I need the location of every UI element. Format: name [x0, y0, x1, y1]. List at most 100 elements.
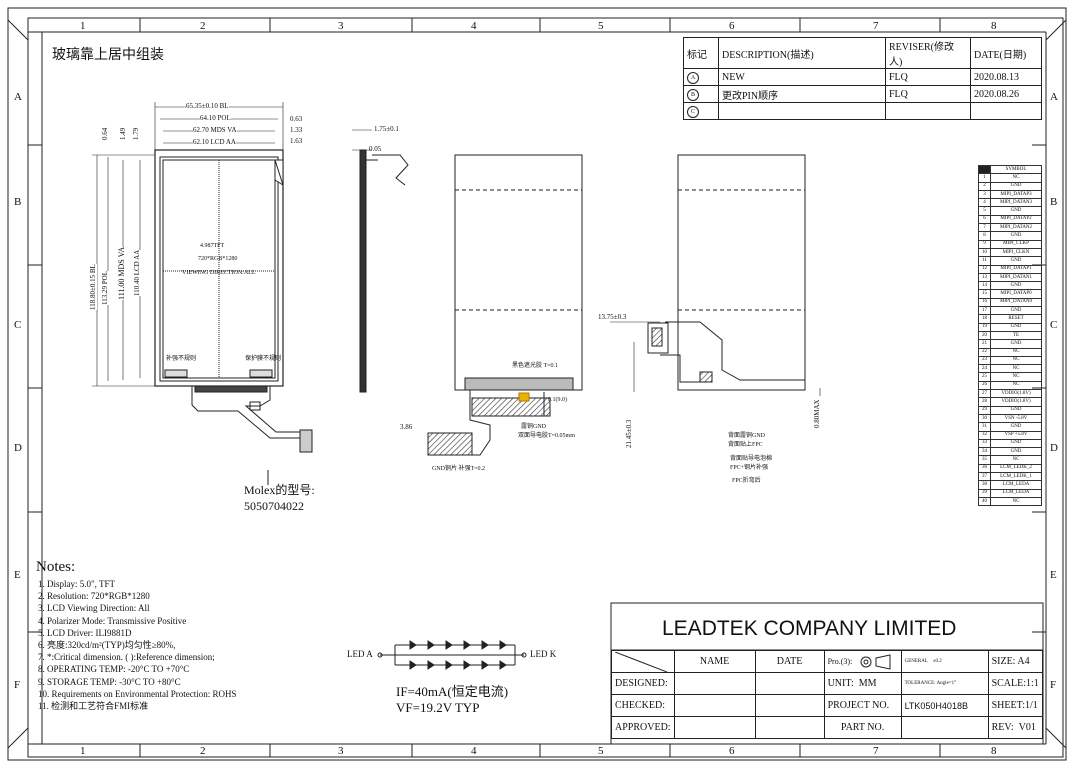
led-voltage-spec: VF=19.2V TYP	[396, 700, 480, 715]
title-diagonal	[615, 651, 667, 672]
pin-number: 11	[978, 256, 991, 266]
dim-bl-height: 118.80±0.15 BL	[89, 264, 97, 310]
rev-reviser: FLQ	[885, 68, 971, 86]
pin-number: 35	[978, 455, 991, 465]
rev-mark-c: C	[687, 105, 699, 118]
dim-right-3: 1.63	[290, 137, 303, 145]
pin-number: 7	[978, 223, 991, 233]
pin-number: 4	[978, 198, 991, 208]
pin-number: 22	[978, 347, 991, 357]
pin-number: 34	[978, 447, 991, 457]
col-label-bottom-3: 3	[338, 745, 344, 757]
scale-label: SCALE:	[991, 678, 1027, 689]
scale-value: 1:1	[1026, 678, 1039, 689]
note-item: 10. Requirements on Environmental Protec…	[38, 688, 237, 699]
pin-number: 38	[978, 480, 991, 490]
pin-number: 21	[978, 339, 991, 349]
approved-label: APPROVED:	[611, 716, 675, 739]
molex-part-number: 5050704022	[244, 499, 304, 513]
back-view	[427, 154, 583, 456]
pin-number: 16	[978, 297, 991, 308]
checked-label: CHECKED:	[611, 694, 675, 717]
col-label-bottom-2: 2	[200, 745, 206, 757]
pin-symbol: NC	[990, 173, 1042, 183]
pin-symbol: GND	[990, 281, 1042, 291]
dim-pol-height: 113.29 POL	[101, 271, 109, 305]
pin-symbol: GND	[990, 405, 1042, 415]
pin-number: 26	[978, 380, 991, 391]
pin-header-symbol: SYMBOL	[990, 164, 1042, 175]
pin-symbol: MIPI_DATAN1	[990, 272, 1042, 283]
pin-number: 28	[978, 397, 991, 407]
pin-number: 27	[978, 388, 991, 399]
label-gnd-stiffener: GND铜片 补强T=0.2	[432, 466, 486, 472]
pin-number: 6	[978, 214, 991, 225]
dim-right-1: 0.63	[290, 115, 303, 123]
dim-fold-vertical: 21.45±0.3	[625, 419, 633, 448]
col-label-bottom-7: 7	[873, 745, 879, 757]
col-label-bottom-1: 1	[80, 745, 86, 757]
pin-number: 30	[978, 413, 991, 424]
rev-date	[970, 102, 1042, 120]
col-label-3: 3	[338, 20, 344, 32]
led-schematic	[377, 640, 527, 670]
note-item: 5. LCD Driver: ILI9881D	[38, 627, 132, 638]
pin-symbol: NC	[990, 372, 1042, 382]
col-label-bottom-4: 4	[471, 745, 477, 757]
note-item: 8. OPERATING TEMP: -20°C TO +70°C	[38, 664, 190, 675]
pin-symbol: MIPI_DATAP1	[990, 264, 1042, 274]
pin-symbol: MIPI_CLKP	[990, 239, 1042, 249]
dim-right-2: 1.33	[290, 126, 303, 134]
pin-number: 32	[978, 430, 991, 440]
pin-number: 14	[978, 281, 991, 291]
row-label-right-A: A	[1050, 91, 1058, 103]
size-label: SIZE:	[991, 656, 1016, 667]
pin-number: 36	[978, 463, 991, 474]
note-item: 3. LCD Viewing Direction: All	[38, 603, 150, 614]
label-conductive-tape: 双面导电胶T=0.05mm	[518, 433, 575, 439]
front-view-outline	[154, 149, 284, 387]
led-cathode-label: LED K	[530, 649, 557, 659]
rev-value: V01	[1018, 722, 1036, 733]
pin-symbol: GND	[990, 322, 1042, 332]
rev-desc	[718, 102, 886, 120]
rev-mark-b: B	[687, 88, 699, 101]
project-label: PROJECT NO.	[823, 694, 902, 717]
fold-view	[610, 154, 821, 396]
note-item: 4. Polarizer Mode: Transmissive Positive	[38, 615, 187, 626]
pin-number: 18	[978, 314, 991, 324]
pin-symbol: VSP +5.8V	[990, 430, 1042, 440]
general-label: GENERAL	[904, 659, 928, 664]
pin-number: 24	[978, 364, 991, 374]
dim-back-small: 8.1(9.0)	[548, 397, 567, 403]
dim-left-top-2: 1.49	[119, 127, 127, 140]
side-gap-dim: 0.05	[369, 145, 382, 153]
dim-left-top-3: 1.79	[132, 127, 140, 140]
pin-symbol: GND	[990, 339, 1042, 349]
note-item: 9. STORAGE TEMP: -30°C TO +80°C	[38, 676, 181, 687]
rev-mark-a: A	[687, 71, 699, 84]
rev-date: 2020.08.13	[970, 68, 1042, 86]
pin-symbol: LCM_LEDK_2	[990, 463, 1042, 474]
dim-bl-width: 65.35±0.10 BL	[186, 102, 229, 110]
sheet-label: SHEET:	[991, 700, 1025, 711]
side-thickness-dim: 1.75±0.1	[374, 125, 399, 133]
pin-symbol: GND	[990, 181, 1042, 191]
col-label-5: 5	[598, 20, 604, 32]
